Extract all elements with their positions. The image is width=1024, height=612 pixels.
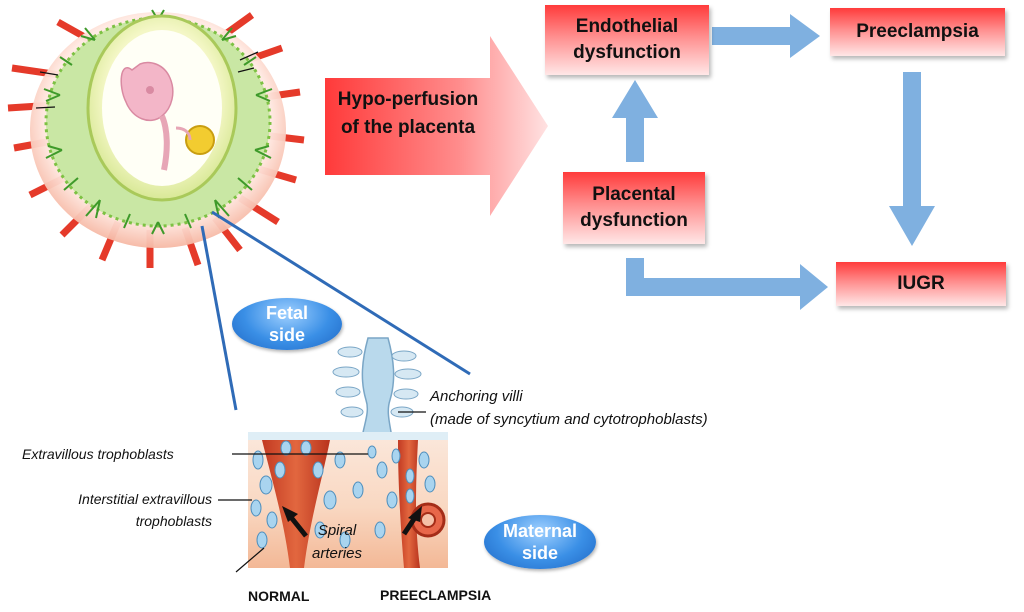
anchoring-villus xyxy=(332,337,422,439)
maternal-side-line-1: Maternal xyxy=(502,520,578,541)
interstitial-label: Interstitial extravillous trophoblasts xyxy=(28,489,212,532)
preeclampsia-label: Preeclampsia xyxy=(856,21,979,43)
preeclampsia-section-label: PREECLAMPSIA xyxy=(380,587,492,603)
maternal-side-badge: Maternal side xyxy=(484,515,596,569)
spiral-arteries-line-1: Spiral xyxy=(317,522,357,539)
flow-arrows xyxy=(612,14,935,310)
arrow-endo-to-pre xyxy=(712,14,820,58)
fetal-side-line-2: side xyxy=(268,325,305,345)
spiral-arteries-line-2: arteries xyxy=(312,544,363,562)
endothelial-dysfunction-box: Endothelial dysfunction xyxy=(545,5,709,75)
placental-line-1: Placental xyxy=(592,184,676,206)
villi-branches xyxy=(43,9,273,235)
endothelial-line-1: Endothelial xyxy=(575,16,679,38)
hypoperfusion-line-2: of the placenta xyxy=(340,116,476,138)
normal-label: NORMAL xyxy=(248,588,310,604)
arrow-plac-to-endo xyxy=(612,80,658,162)
placental-line-2: dysfunction xyxy=(580,210,688,231)
extravillous-label: Extravillous trophoblasts xyxy=(22,446,174,462)
spiral-arteries-label: Spiral arteries xyxy=(312,520,362,565)
arrow-pre-to-iugr xyxy=(889,72,935,246)
spiral-artery-section xyxy=(218,337,448,573)
trophoblast-cells xyxy=(250,440,436,549)
hypoperfusion-label: Hypo-perfusion of the placenta xyxy=(328,86,488,141)
zoom-line-right xyxy=(211,210,471,376)
interstitial-line-2: trophoblasts xyxy=(135,512,212,529)
hypoperfusion-arrow xyxy=(325,36,548,216)
anchoring-villi-line-1: Anchoring villi xyxy=(430,388,523,405)
endothelial-line-2: dysfunction xyxy=(573,42,681,63)
hypoperfusion-line-1: Hypo-perfusion xyxy=(337,89,479,110)
arrow-plac-to-iugr xyxy=(626,258,828,310)
preeclampsia-spiral-artery xyxy=(398,440,420,568)
zoom-line-left xyxy=(200,225,238,411)
anchoring-villi-line-2: (made of syncytium and cytotrophoblasts) xyxy=(430,410,708,428)
fetal-side-line-1: Fetal xyxy=(265,302,308,323)
placental-dysfunction-box: Placental dysfunction xyxy=(563,172,705,244)
preeclampsia-box: Preeclampsia xyxy=(830,8,1005,56)
anchoring-villi-label: Anchoring villi (made of syncytium and c… xyxy=(430,386,708,431)
iugr-box: IUGR xyxy=(836,262,1006,306)
fetal-side-badge: Fetal side xyxy=(232,298,342,350)
maternal-side-line-2: side xyxy=(521,543,559,563)
interstitial-line-1: Interstitial extravillous xyxy=(78,491,212,507)
placenta-illustration xyxy=(7,9,305,268)
iugr-label: IUGR xyxy=(897,273,945,295)
